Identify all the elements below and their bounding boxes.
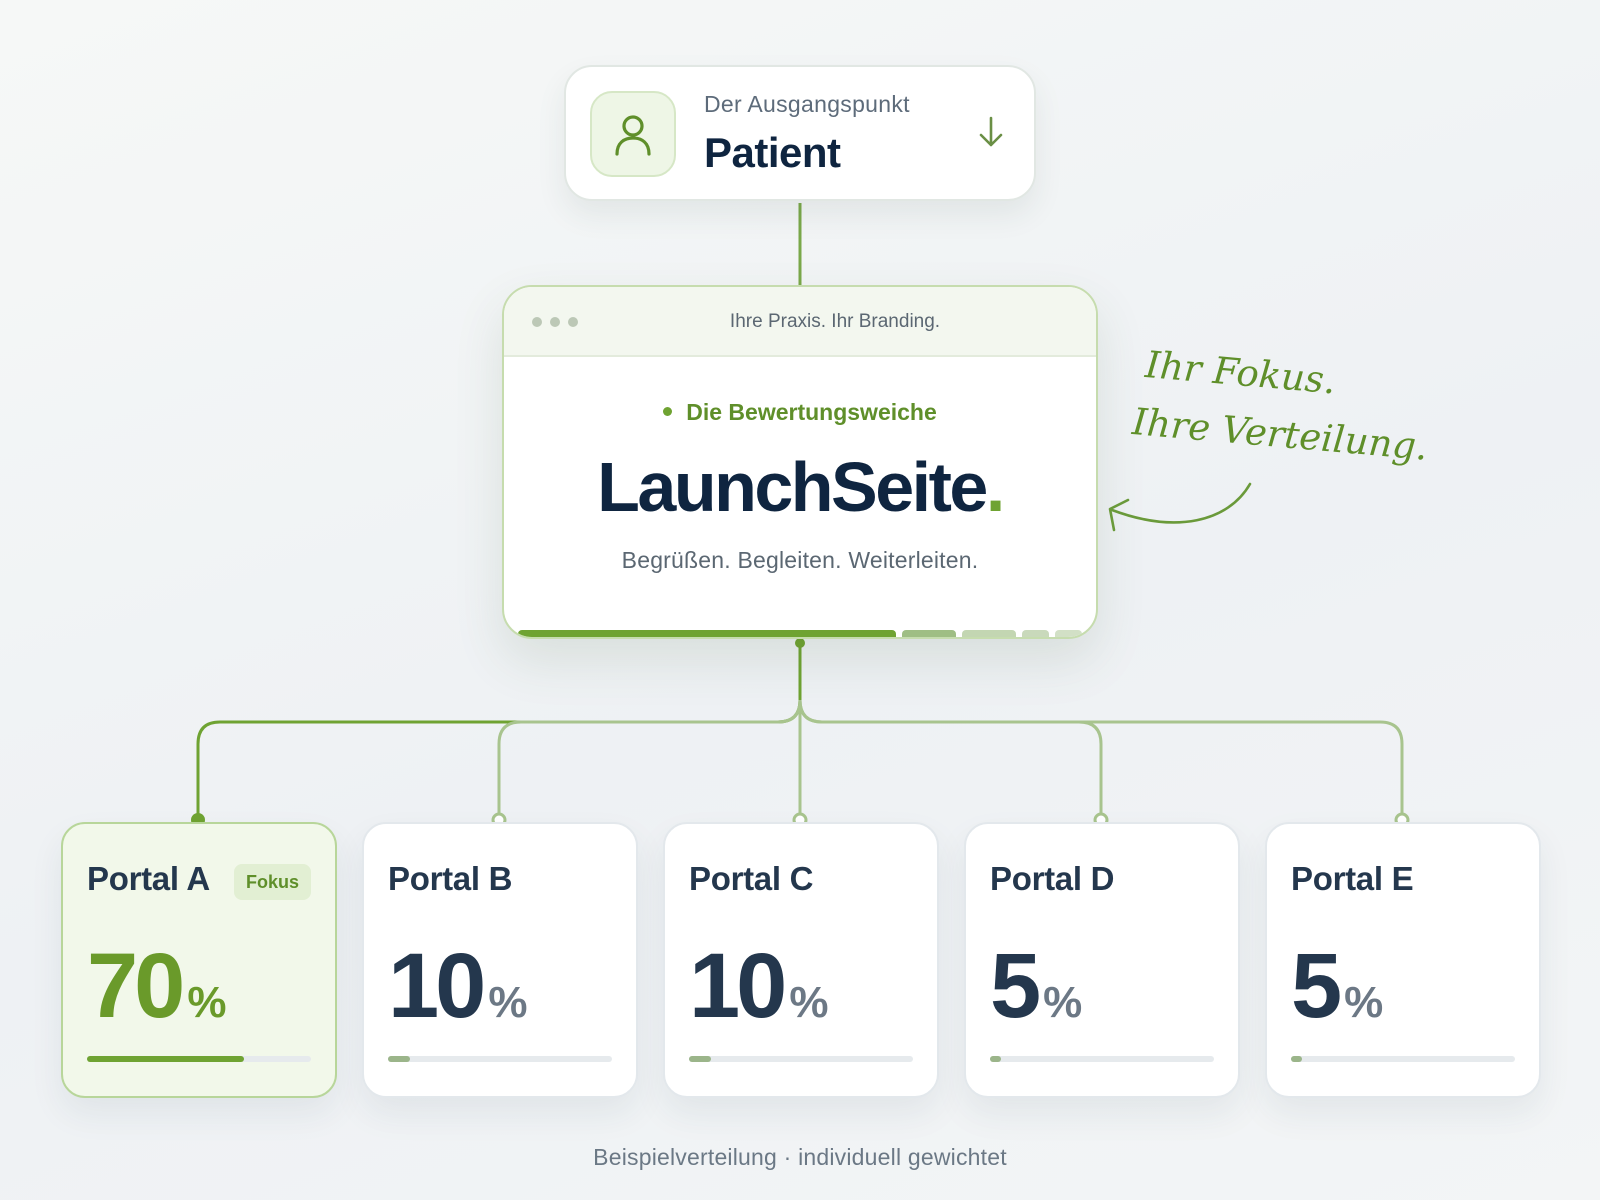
portal-share-value: 10% [689,934,828,1039]
arrow-down-icon [978,115,1004,154]
connector-portal-d [798,699,1103,820]
portal-share-number: 5 [1291,935,1342,1037]
patient-card: Der Ausgangspunkt Patient [564,65,1036,201]
brand-dot: . [985,448,1005,526]
window-dot-icon [532,317,542,327]
portal-name: Portal E [1291,860,1414,897]
window-dot-icon [568,317,578,327]
portal-share-value: 70% [87,934,226,1039]
share-progress-track [87,1056,311,1062]
distribution-segment-c [961,630,1016,637]
share-progress-track [1291,1056,1515,1062]
connector-node-launch [795,638,805,648]
portal-card-b: Portal B 10% [362,822,638,1098]
portal-share-unit: % [488,978,528,1027]
portal-share-value: 10% [388,934,527,1039]
share-progress-track [388,1056,612,1062]
portal-share-number: 5 [990,935,1041,1037]
launch-eyebrow: Die Bewertungsweiche [504,399,1096,426]
portal-share-number: 10 [388,935,486,1037]
share-progress-fill [990,1056,1002,1062]
portal-share-unit: % [187,978,227,1027]
distribution-segment-a [518,630,896,637]
portal-share-number: 70 [87,935,185,1037]
share-progress-fill [87,1056,244,1062]
portal-share-unit: % [1344,978,1384,1027]
handwritten-annotation: Ihr Fokus. Ihre Verteilung. [1131,336,1487,481]
connector-portal-e [798,699,1404,820]
portal-card-d: Portal D 5% [964,822,1240,1098]
portal-name: Portal A [87,860,210,897]
portal-card-c: Portal C 10% [663,822,939,1098]
share-progress-fill [388,1056,411,1062]
portal-name: Portal B [388,860,513,897]
launch-tagline: Begrüßen. Begleiten. Weiterleiten. [621,547,979,573]
patient-subtitle: Der Ausgangspunkt [704,91,910,117]
portal-card-e: Portal E 5% [1265,822,1541,1098]
portal-name: Portal D [990,860,1115,897]
share-progress-track [689,1056,913,1062]
status-dot-icon [663,407,673,417]
share-progress-fill [1291,1056,1303,1062]
portal-share-unit: % [1043,978,1083,1027]
brand-name: LaunchSeite [597,448,988,526]
portal-name: Portal C [689,860,814,897]
portal-share-value: 5% [990,934,1082,1039]
distribution-segment-b [901,630,956,637]
distribution-segment-d [1021,630,1049,637]
connector-portal-b [497,699,802,820]
curved-arrow-icon [1108,482,1252,532]
portal-share-unit: % [789,978,829,1027]
distribution-segment-e [1054,630,1082,637]
patient-title: Patient [704,129,841,176]
launch-eyebrow-text: Die Bewertungsweiche [686,399,937,425]
browser-topbar: Ihre Praxis. Ihr Branding. [504,287,1096,357]
window-dot-icon [550,317,560,327]
share-progress-fill [689,1056,712,1062]
user-icon [590,91,676,177]
footer-note: Beispielverteilung · individuell gewicht… [593,1144,1007,1170]
portal-share-value: 5% [1291,934,1383,1039]
launch-browser-card: Ihre Praxis. Ihr Branding. Die Bewertung… [502,285,1098,639]
brand-logo: LaunchSeite. [504,447,1096,527]
portal-share-number: 10 [689,935,787,1037]
share-progress-track [990,1056,1214,1062]
browser-topbar-text: Ihre Praxis. Ihr Branding. [729,311,941,332]
focus-badge: Fokus [233,864,311,900]
distribution-strip [518,630,1082,637]
connector-portal-a [196,641,802,820]
